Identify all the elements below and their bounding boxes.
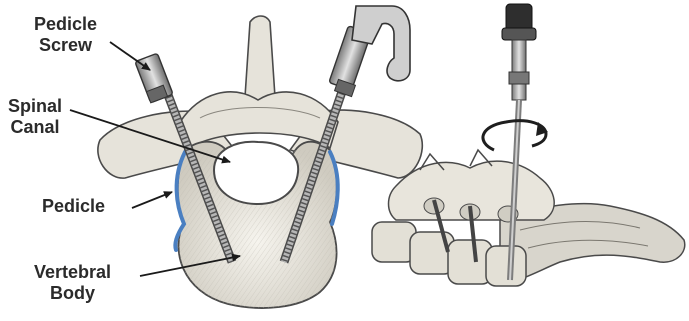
label-vertebral-body: Vertebral Body xyxy=(34,262,111,304)
spinal-canal xyxy=(214,142,298,204)
label-spinal-canal: Spinal Canal xyxy=(8,96,62,138)
label-pedicle: Pedicle xyxy=(42,196,105,217)
arrow-pedicle xyxy=(132,192,172,208)
spine-model xyxy=(372,150,685,286)
vertebra-section xyxy=(98,6,425,308)
label-pedicle-screw: Pedicle Screw xyxy=(34,14,97,56)
arrow-pedicle-screw xyxy=(110,42,150,70)
